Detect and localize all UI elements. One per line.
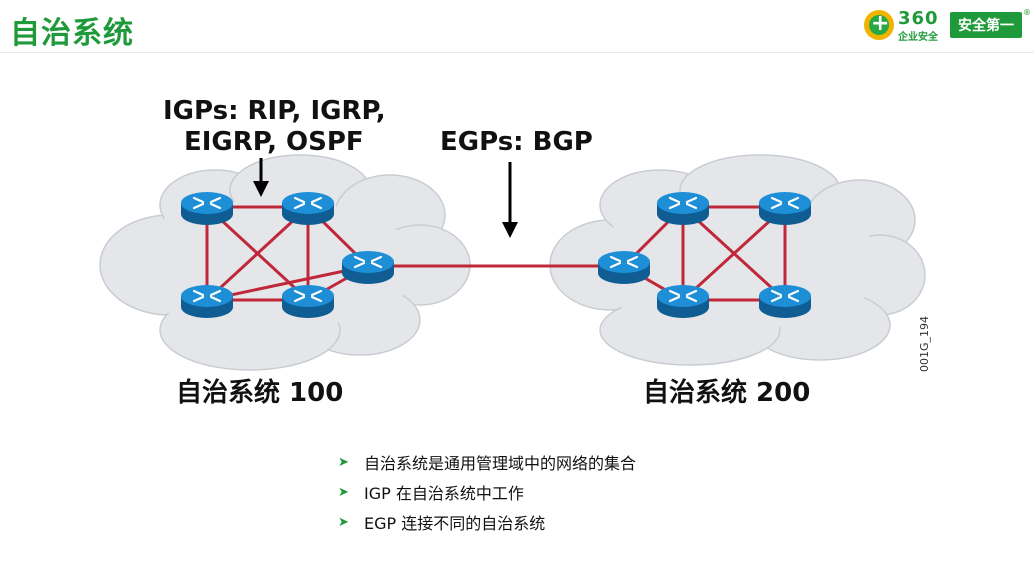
title-divider bbox=[0, 52, 1034, 53]
router-icon bbox=[655, 190, 711, 227]
list-item: ➤ 自治系统是通用管理域中的网络的集合 bbox=[338, 447, 636, 477]
list-item-text: EGP 连接不同的自治系统 bbox=[364, 514, 546, 533]
logo-brand: 360 bbox=[898, 8, 939, 29]
bullet-arrow-icon: ➤ bbox=[338, 484, 349, 500]
igp-arrow-icon bbox=[253, 158, 269, 197]
logo-subtitle: 企业安全 bbox=[898, 32, 938, 43]
router-icon bbox=[179, 190, 235, 227]
registered-mark: ® bbox=[1023, 8, 1031, 17]
bullet-arrow-icon: ➤ bbox=[338, 454, 349, 470]
router-icon bbox=[655, 283, 711, 320]
list-item: ➤ EGP 连接不同的自治系统 bbox=[338, 507, 636, 537]
bullet-list: ➤ 自治系统是通用管理域中的网络的集合 ➤ IGP 在自治系统中工作 ➤ EGP 连接… bbox=[338, 447, 636, 537]
router-icon bbox=[757, 190, 813, 227]
logo-badge-icon bbox=[864, 10, 894, 40]
igp-label-line1: IGPs: RIP, IGRP, bbox=[163, 96, 386, 126]
list-item: ➤ IGP 在自治系统中工作 bbox=[338, 477, 636, 507]
page-title: 自治系统 bbox=[10, 16, 134, 51]
router-icon bbox=[596, 249, 652, 286]
router-icon bbox=[179, 283, 235, 320]
router-icon bbox=[280, 283, 336, 320]
igp-label-line2: EIGRP, OSPF bbox=[184, 127, 364, 157]
router-icon bbox=[280, 190, 336, 227]
plus-icon: + bbox=[871, 11, 890, 36]
figure-code: 001G_194 bbox=[918, 315, 931, 372]
as100-label: 自治系统 100 bbox=[176, 378, 344, 408]
brand-logo: + 360 企业安全 安全第一 ® bbox=[862, 8, 1031, 43]
list-item-text: 自治系统是通用管理域中的网络的集合 bbox=[364, 454, 637, 473]
as200-label: 自治系统 200 bbox=[643, 378, 811, 408]
as100-cloud bbox=[99, 154, 471, 371]
list-item-text: IGP 在自治系统中工作 bbox=[364, 484, 524, 503]
egp-arrow-icon bbox=[502, 162, 518, 238]
egp-label: EGPs: BGP bbox=[440, 127, 593, 157]
bullet-arrow-icon: ➤ bbox=[338, 514, 349, 530]
router-icon bbox=[340, 249, 396, 286]
logo-slogan: 安全第一 bbox=[950, 12, 1022, 38]
router-icon bbox=[757, 283, 813, 320]
